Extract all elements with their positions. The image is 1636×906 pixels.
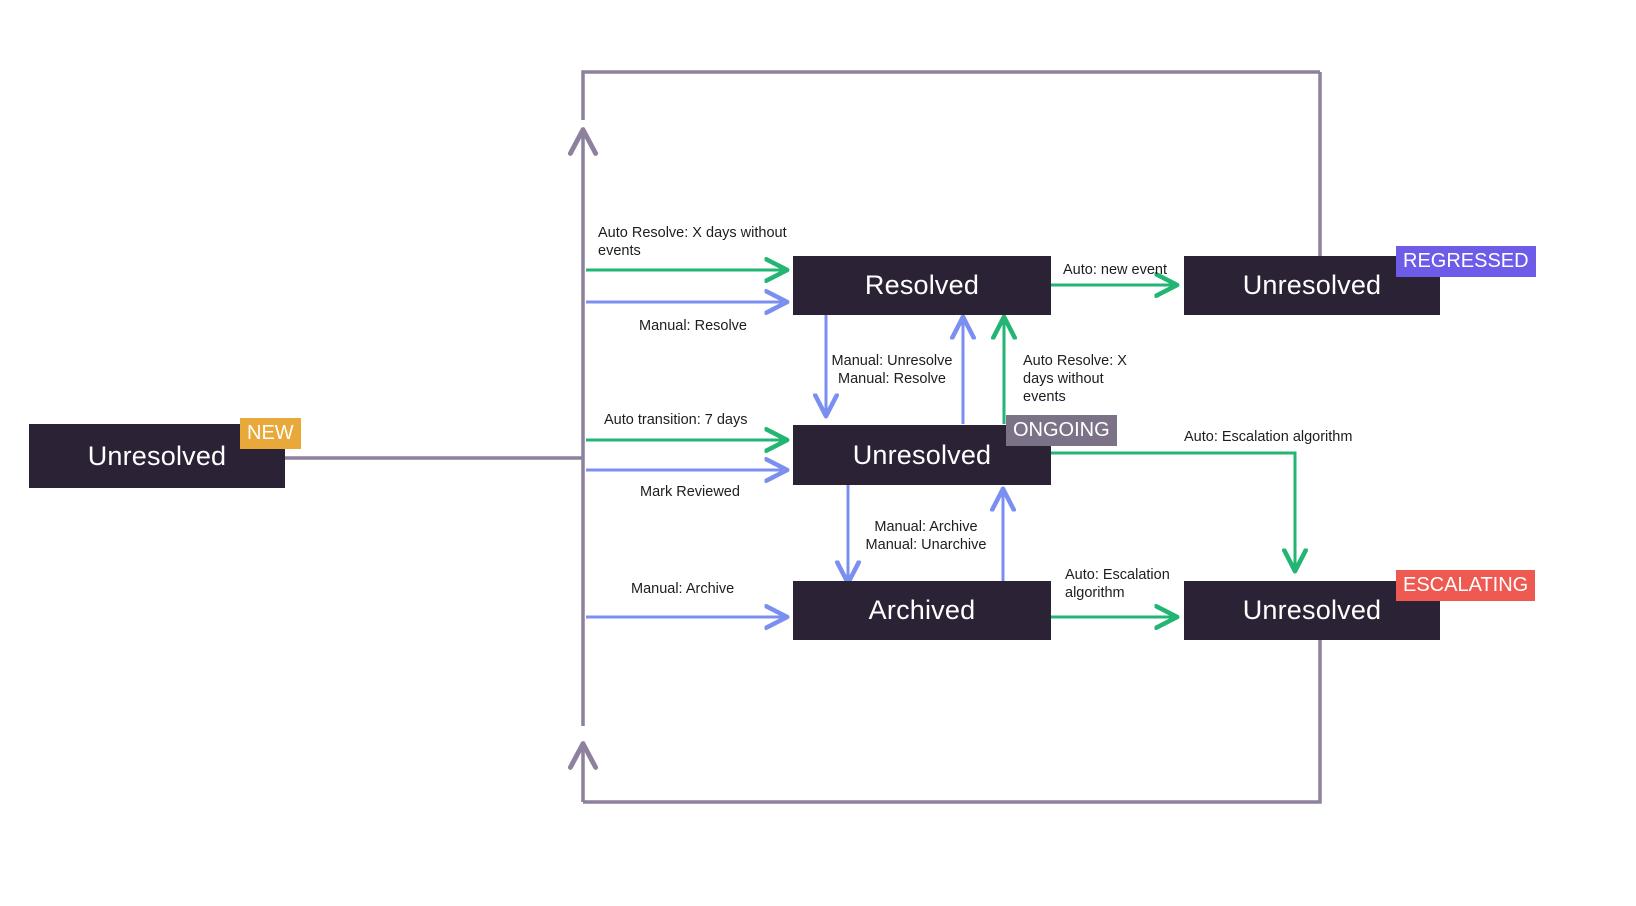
edge-label-auto-resolve-x-days-short: Auto Resolve: X days without events [1023,353,1127,405]
status-badge-ongoing: ONGOING [1006,415,1117,446]
state-node-label: Unresolved [1242,270,1382,300]
state-node-ongoing-unresolved[interactable]: Unresolved [793,425,1051,485]
state-node-archived[interactable]: Archived [793,581,1051,640]
state-node-label: Resolved [864,270,980,300]
status-badge-escalating: ESCALATING [1396,570,1536,601]
edge-label-auto-escalation-algorithm-wrap: Auto: Escalation algorithm [1065,567,1170,601]
edge-label-auto-transition-7-days: Auto transition: 7 days [604,412,748,428]
edge-bottom-frame [583,640,1322,804]
edge-label-manual-archive-unarchive: Manual: Archive Manual: Unarchive [865,519,987,553]
state-node-label: Archived [868,595,976,625]
state-node-resolved[interactable]: Resolved [793,256,1051,315]
edge-label-manual-archive: Manual: Archive [631,581,735,597]
edge-auto-escalation-ongoing [1051,451,1295,570]
status-badge-label: NEW [247,422,294,444]
status-badge-label: ONGOING [1013,419,1110,441]
state-node-regressed-unresolved[interactable]: Unresolved [1184,256,1440,315]
edge-top-frame [581,70,1320,120]
edge-label-auto-new-event: Auto: new event [1063,262,1167,278]
state-node-label: Unresolved [87,440,227,471]
edge-label-auto-escalation-algorithm: Auto: Escalation algorithm [1184,429,1353,445]
edge-label-manual-unresolve-resolve: Manual: Unresolve Manual: Resolve [831,353,953,387]
edge-label-mark-reviewed: Mark Reviewed [640,484,740,500]
state-node-label: Unresolved [1242,595,1382,625]
state-node-new-unresolved[interactable]: Unresolved [29,424,285,488]
edge-label-manual-resolve: Manual: Resolve [639,318,747,334]
status-badge-label: ESCALATING [1403,574,1529,596]
edge-label-auto-resolve-x-days: Auto Resolve: X days without events [598,225,787,259]
status-badge-label: REGRESSED [1403,250,1529,272]
state-node-label: Unresolved [852,439,992,470]
status-badge-new: NEW [240,418,301,449]
status-badge-regressed: REGRESSED [1396,246,1536,277]
